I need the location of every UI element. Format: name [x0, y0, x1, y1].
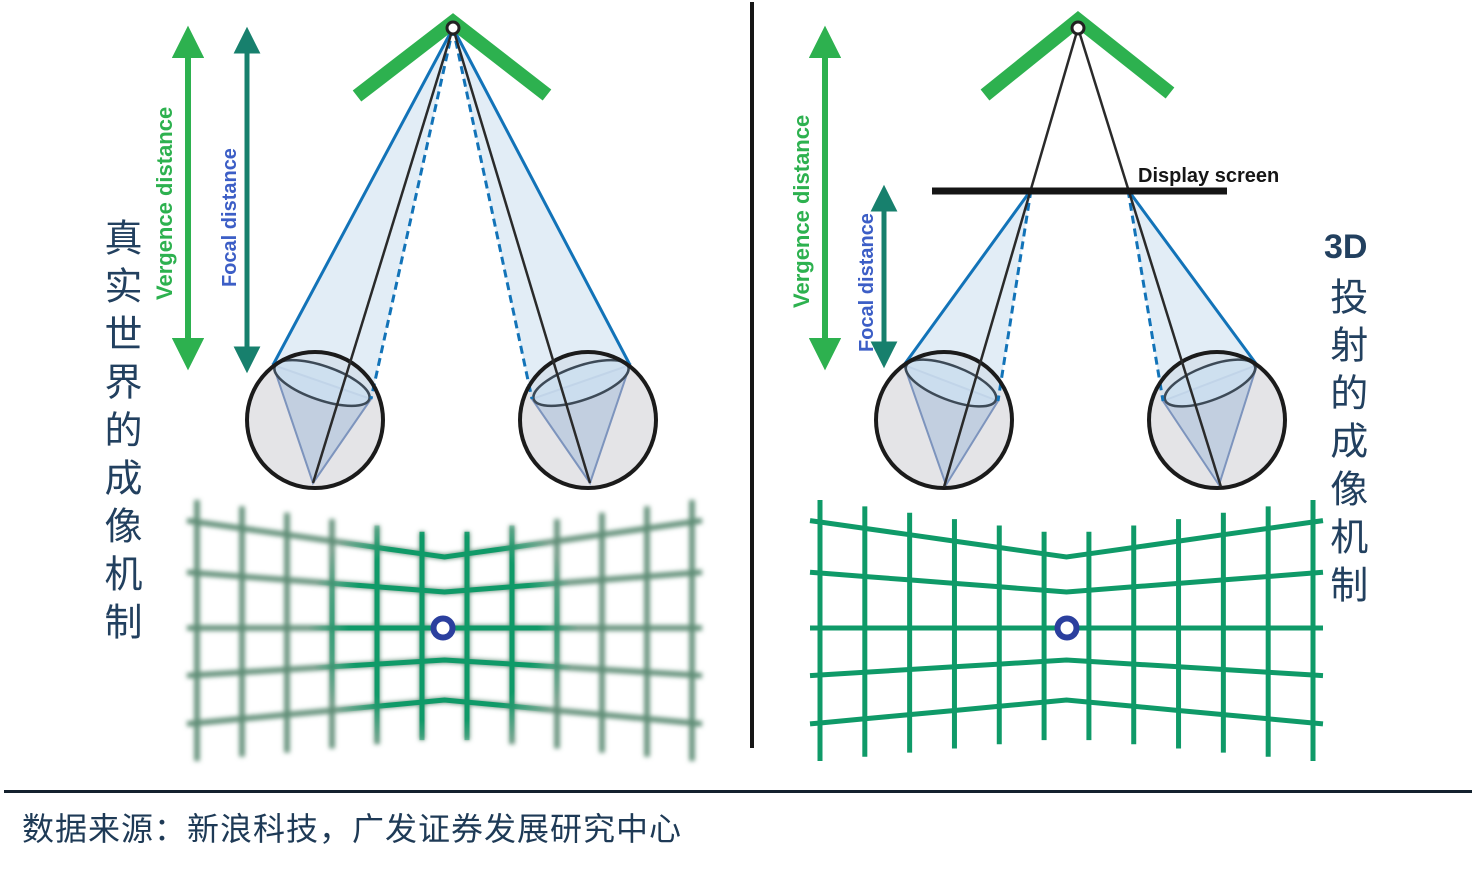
right-side-caption: 3D 投射的成像机制 [1323, 228, 1368, 613]
fixation-ring [430, 615, 456, 641]
eyeball-outline [1147, 350, 1287, 490]
vergence-distance-label: Vergence distance [789, 115, 814, 308]
left-side-caption-text: 真实世界的成像机制 [98, 218, 142, 650]
right-side-caption-3d: 3D [1324, 228, 1368, 266]
light-cone [453, 28, 630, 399]
sight-line [1076, 27, 1223, 488]
left-panel-left-eye [245, 27, 455, 490]
right-panel-right-eye [1126, 189, 1287, 490]
display-screen-label: Display screen [1138, 165, 1279, 187]
left-side-caption: 真实世界的成像机制 [98, 218, 142, 650]
footer-divider [4, 790, 1472, 793]
vergence-distance-label: Vergence distance [152, 107, 177, 300]
focal-distance-label: Focal distance [856, 213, 878, 352]
light-cone [273, 28, 453, 399]
right-side-caption-text: 投射的成像机制 [1323, 277, 1368, 613]
eye-lens [904, 358, 998, 408]
diagram-svg: Vergence distance Focal distance [152, 2, 1324, 761]
sight-line [311, 27, 455, 484]
eyeball-outline [518, 350, 658, 490]
eyeball-outline [245, 350, 385, 490]
eye-lens [1163, 358, 1257, 408]
right-grid-sharp [809, 500, 1324, 761]
sight-line [451, 27, 592, 484]
right-panel: Display screen Vergence distance Focal d… [789, 11, 1324, 761]
sight-line [942, 27, 1080, 488]
light-cone [904, 190, 1031, 401]
eyeball-outline [874, 350, 1014, 490]
fixation-point [1070, 20, 1086, 36]
right-panel-left-eye [874, 189, 1033, 490]
fixation-object-chevron [980, 11, 1175, 101]
fixation-point [445, 20, 461, 36]
focal-distance-label: Focal distance [219, 148, 241, 287]
light-cone [1128, 190, 1257, 401]
left-panel: Vergence distance Focal distance [152, 13, 703, 761]
fixation-ring [1054, 615, 1080, 641]
left-panel-right-eye [451, 27, 658, 490]
source-note: 数据来源：新浪科技，广发证券发展研究中心 [22, 810, 683, 848]
